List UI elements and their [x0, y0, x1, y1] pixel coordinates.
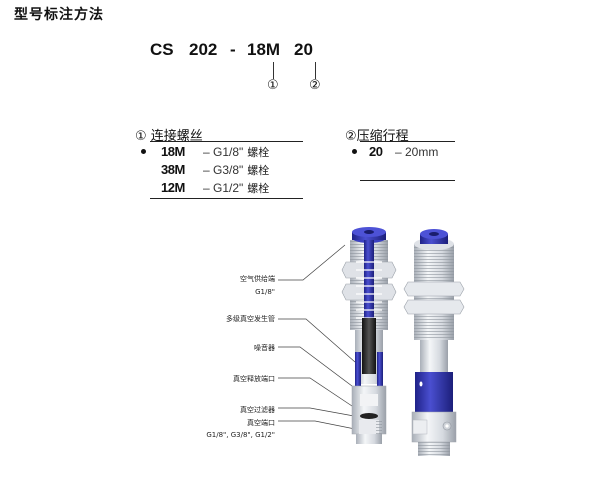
external-illustration — [403, 229, 465, 456]
selected-bullet-icon — [352, 149, 357, 154]
option-cn: 螺栓 — [247, 146, 270, 159]
model-code-series: CS — [150, 40, 174, 59]
option-desc: – G3/8" — [203, 163, 244, 177]
option-code: 38M — [161, 162, 185, 177]
section1-header: ① 连接螺丝 — [135, 129, 203, 144]
option-code: 20 — [369, 144, 383, 159]
section2-top-rule — [360, 141, 455, 142]
model-code-type: 202 — [189, 40, 218, 59]
option-row: 12M – G1/2" 螺栓 — [161, 180, 269, 196]
model-code-stroke: 20 — [294, 40, 313, 59]
option-cn: 螺栓 — [247, 164, 270, 177]
page-title: 型号标注方法 — [14, 7, 104, 23]
option-cn: 螺栓 — [247, 182, 270, 195]
callout-vacuum-port: 真空端口 — [247, 419, 275, 427]
callout-air-supply: 空气供给端 — [240, 275, 275, 283]
callout-vacuum-port-thread: G1/8", G3/8", G1/2" — [206, 431, 275, 439]
marker-1: ① — [267, 78, 279, 93]
callout-silencer: 噪音器 — [254, 344, 275, 352]
section1-bottom-rule — [150, 198, 303, 199]
section1-top-rule — [150, 141, 303, 142]
callout-ejector: 多级真空发生管 — [226, 315, 275, 323]
section2-header: ②压缩行程 — [345, 129, 409, 144]
option-row: 20 – 20mm — [352, 144, 438, 159]
option-desc: – G1/8" — [203, 145, 244, 159]
callout-vacuum-filter: 真空过滤器 — [240, 406, 275, 414]
callout-vacuum-release: 真空释放端口 — [233, 375, 275, 383]
marker-2: ② — [309, 78, 321, 93]
cutaway-illustration — [341, 227, 397, 444]
option-code: 18M — [161, 144, 185, 159]
model-code-dash: - — [230, 40, 236, 59]
leader-line-2 — [315, 62, 316, 79]
option-code: 12M — [161, 180, 185, 195]
option-desc: – 20mm — [395, 145, 439, 159]
section2-bottom-rule — [360, 180, 455, 181]
option-row: 18M – G1/8" 螺栓 — [141, 144, 269, 160]
model-code-thread: 18M — [247, 40, 281, 59]
selected-bullet-icon — [141, 149, 146, 154]
option-desc: – G1/2" — [203, 181, 244, 195]
option-row: 38M – G3/8" 螺栓 — [161, 162, 269, 178]
leader-line-1 — [273, 62, 274, 79]
callout-air-supply-thread: G1/8" — [255, 288, 275, 296]
